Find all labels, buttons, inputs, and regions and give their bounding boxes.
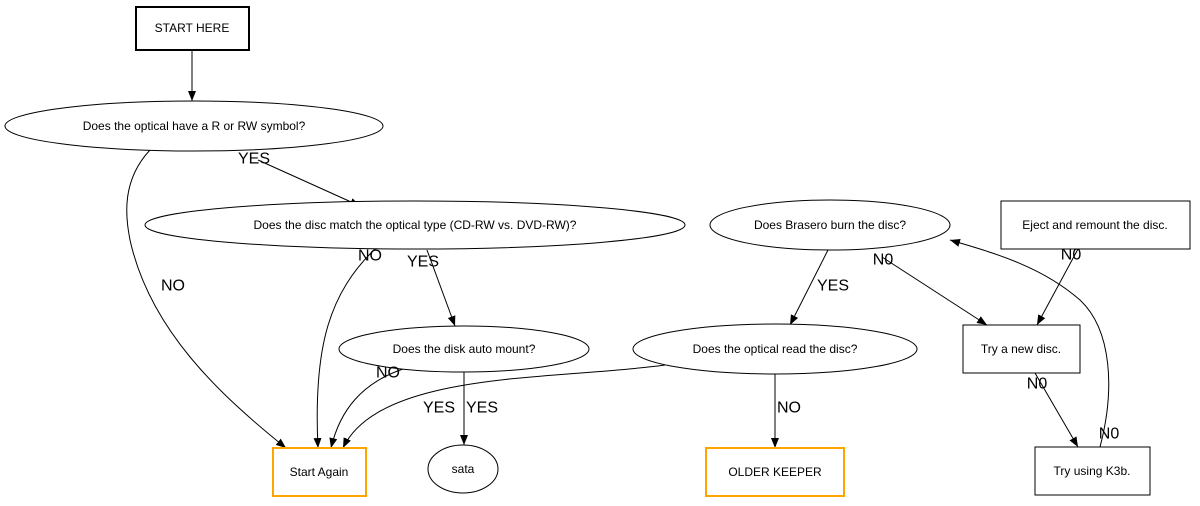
edge-label: YES bbox=[817, 278, 849, 295]
edge-label: NO bbox=[777, 400, 801, 417]
node-label: Does the optical have a R or RW symbol? bbox=[83, 119, 306, 133]
node-q-mount: Does the disk auto mount? bbox=[338, 325, 590, 373]
node-q-brasero: Does Brasero burn the disc? bbox=[709, 199, 951, 251]
edge-trynew-to-k3b bbox=[1034, 372, 1079, 448]
node-start: START HERE bbox=[135, 6, 250, 51]
node-label: Start Again bbox=[290, 465, 349, 479]
node-label: Eject and remount the disc. bbox=[1022, 218, 1167, 232]
node-label: Try a new disc. bbox=[981, 342, 1061, 356]
edges bbox=[126, 50, 1110, 449]
edge-match-to-mount bbox=[426, 249, 456, 327]
edge-label: N0 bbox=[1027, 376, 1048, 393]
edge-label: N0 bbox=[1061, 247, 1082, 264]
edge-read-to-startagain bbox=[342, 364, 666, 449]
node-label: Does the disc match the optical type (CD… bbox=[254, 218, 577, 232]
node-label: Try using K3b. bbox=[1054, 464, 1131, 478]
node-try-k3b: Try using K3b. bbox=[1034, 446, 1151, 496]
node-label: sata bbox=[452, 462, 475, 476]
edge-brasero-to-trynew bbox=[881, 256, 988, 326]
node-q-symbol: Does the optical have a R or RW symbol? bbox=[4, 100, 384, 152]
node-label: Does the optical read the disc? bbox=[693, 342, 858, 356]
edge-label: YES bbox=[423, 400, 455, 417]
node-label: START HERE bbox=[155, 21, 230, 35]
edge-label: YES bbox=[466, 400, 498, 417]
node-eject: Eject and remount the disc. bbox=[1000, 200, 1191, 250]
node-q-read: Does the optical read the disc? bbox=[632, 323, 918, 375]
edge-k3b-to-brasero bbox=[949, 239, 1110, 448]
edge-label: N0 bbox=[873, 252, 894, 269]
node-label: Does Brasero burn the disc? bbox=[754, 218, 906, 232]
edge-label: NO bbox=[161, 278, 185, 295]
edge-eject-to-trynew bbox=[1036, 248, 1079, 326]
edge-label: NO bbox=[358, 248, 382, 265]
edge-label: N0 bbox=[1099, 426, 1120, 443]
edge-mount-to-startagain bbox=[329, 368, 404, 449]
node-label: OLDER KEEPER bbox=[728, 465, 822, 479]
node-sata: sata bbox=[427, 444, 499, 494]
node-q-match: Does the disc match the optical type (CD… bbox=[144, 200, 686, 250]
node-try-new: Try a new disc. bbox=[962, 324, 1081, 374]
node-older-keeper: OLDER KEEPER bbox=[705, 447, 845, 497]
edge-label: YES bbox=[238, 151, 270, 168]
edge-label: NO bbox=[376, 365, 400, 382]
edge-match-to-startagain bbox=[313, 247, 377, 449]
edge-symbol-to-startagain bbox=[126, 149, 287, 449]
edge-labels: YES NO NO YES NO YES YES NO YES N0 N0 N0… bbox=[161, 151, 1119, 443]
edge-brasero-to-read bbox=[789, 249, 829, 326]
node-label: Does the disk auto mount? bbox=[393, 342, 536, 356]
node-start-again: Start Again bbox=[272, 447, 367, 497]
edge-symbol-to-match bbox=[257, 159, 361, 207]
edge-label: YES bbox=[407, 254, 439, 271]
